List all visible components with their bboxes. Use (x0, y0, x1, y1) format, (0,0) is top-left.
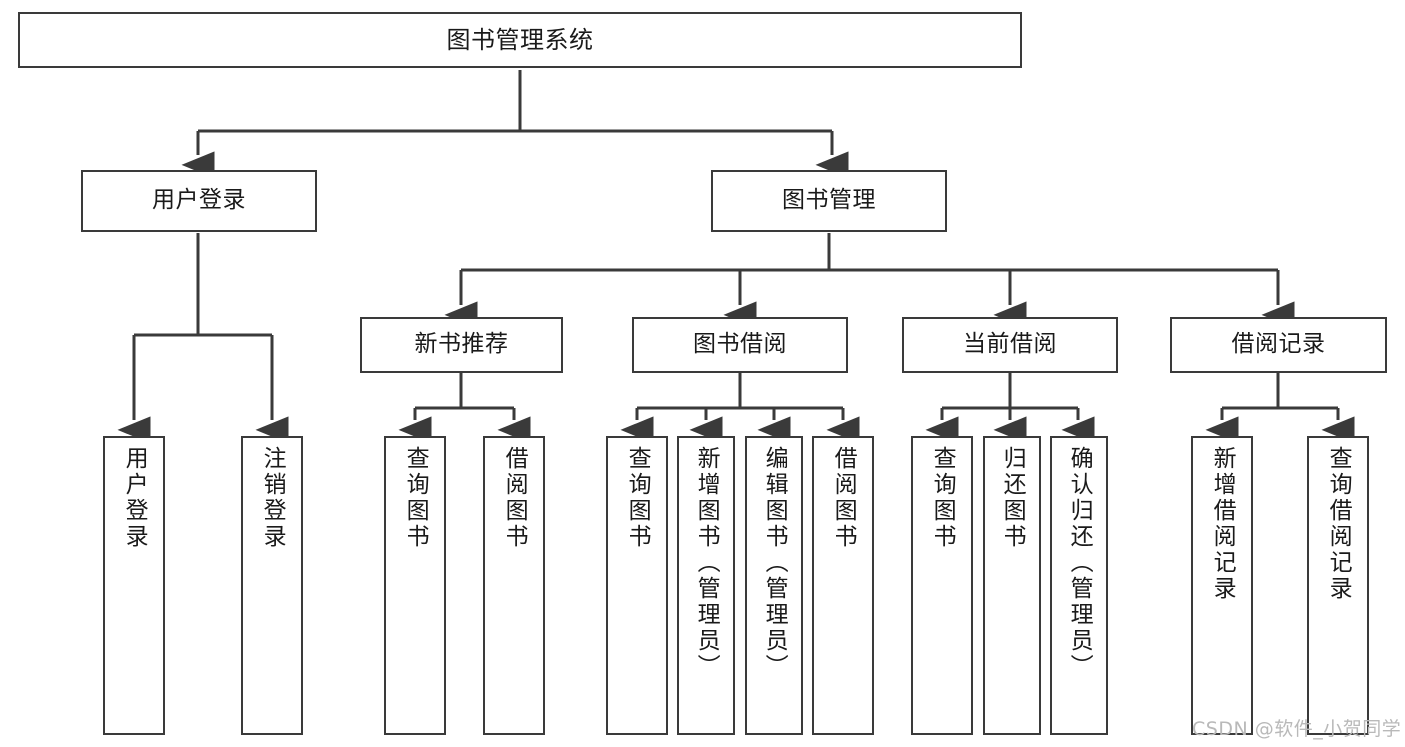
node-label: 查询图书 (402, 446, 429, 550)
node-label: 图书管理 (782, 187, 876, 214)
leaf-logout[interactable]: 注销登录 (241, 436, 303, 735)
node-label: 注销登录 (259, 446, 286, 550)
leaf-query-book-borrow[interactable]: 查询图书 (606, 436, 668, 735)
node-label: 新增借阅记录 (1209, 446, 1236, 602)
leaf-confirm-return-admin[interactable]: 确认归还（管理员） (1050, 436, 1108, 735)
node-label: 新书推荐 (414, 331, 509, 358)
node-label: 编辑图书（管理员） (761, 446, 788, 680)
node-label: 图书借阅 (693, 331, 787, 358)
node-book-management[interactable]: 图书管理 (711, 170, 947, 232)
leaf-return-book[interactable]: 归还图书 (983, 436, 1041, 735)
node-label: 查询图书 (624, 446, 651, 550)
node-book-borrow[interactable]: 图书借阅 (632, 317, 848, 373)
node-label: 确认归还（管理员） (1066, 446, 1093, 680)
node-label: 用户登录 (121, 446, 148, 550)
leaf-query-borrow-record[interactable]: 查询借阅记录 (1307, 436, 1369, 735)
node-label: 图书管理系统 (446, 25, 594, 54)
node-label: 当前借阅 (963, 331, 1057, 358)
leaf-borrow-book[interactable]: 借阅图书 (812, 436, 874, 735)
node-label: 借阅记录 (1231, 331, 1326, 358)
leaf-borrow-book-recommend[interactable]: 借阅图书 (483, 436, 545, 735)
node-label: 用户登录 (152, 187, 246, 214)
leaf-user-login[interactable]: 用户登录 (103, 436, 165, 735)
csdn-watermark: CSDN @软件_小贺同学 (1192, 718, 1402, 740)
leaf-add-book-admin[interactable]: 新增图书（管理员） (677, 436, 735, 735)
node-label: 新增图书（管理员） (693, 446, 720, 680)
node-borrow-record[interactable]: 借阅记录 (1170, 317, 1387, 373)
node-label: 借阅图书 (501, 446, 528, 550)
node-user-login[interactable]: 用户登录 (81, 170, 317, 232)
leaf-query-book-current[interactable]: 查询图书 (911, 436, 973, 735)
node-label: 归还图书 (999, 446, 1026, 550)
node-label: 查询图书 (929, 446, 956, 550)
node-current-borrow[interactable]: 当前借阅 (902, 317, 1118, 373)
node-label: 借阅图书 (830, 446, 857, 550)
leaf-edit-book-admin[interactable]: 编辑图书（管理员） (745, 436, 803, 735)
leaf-add-borrow-record[interactable]: 新增借阅记录 (1191, 436, 1253, 735)
leaf-query-book-recommend[interactable]: 查询图书 (384, 436, 446, 735)
node-new-book-recommend[interactable]: 新书推荐 (360, 317, 563, 373)
node-root-system[interactable]: 图书管理系统 (18, 12, 1022, 68)
node-label: 查询借阅记录 (1325, 446, 1352, 602)
